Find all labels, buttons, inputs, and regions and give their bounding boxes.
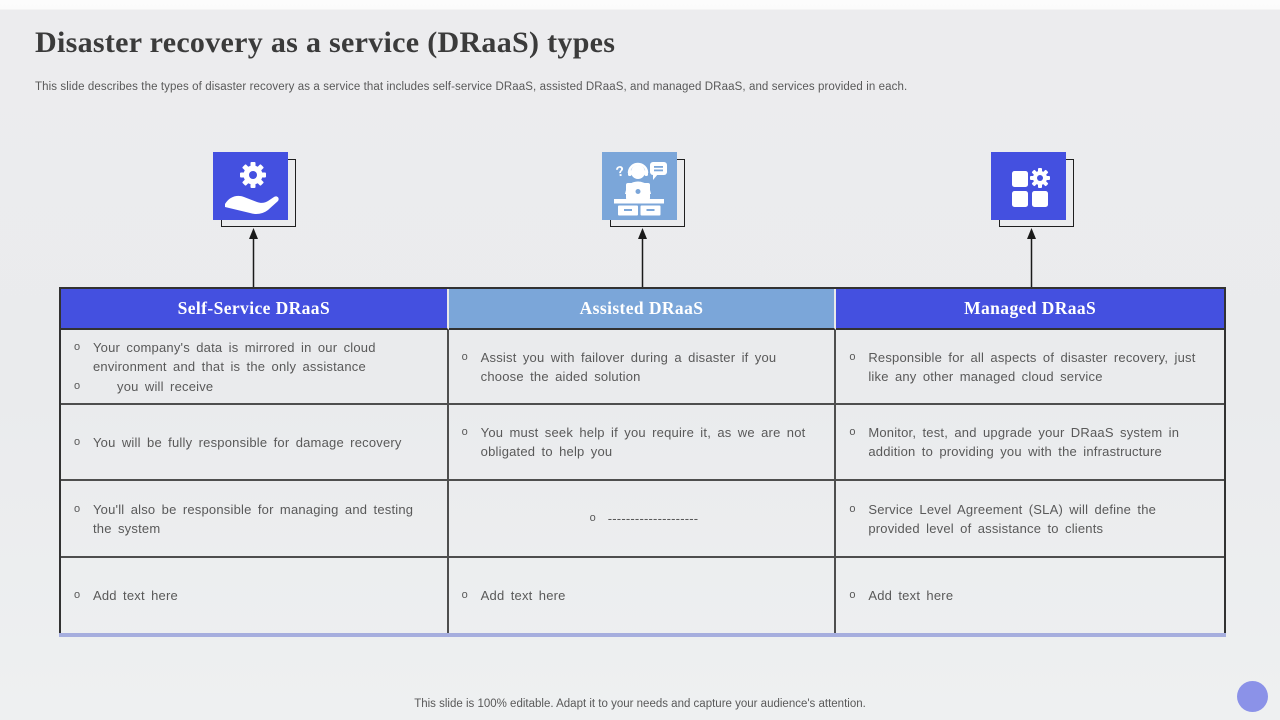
footer-note: This slide is 100% editable. Adapt it to…: [414, 698, 866, 710]
svg-text:?: ?: [614, 162, 626, 179]
modules-gear-icon: [991, 152, 1066, 220]
bullet-marker: o: [849, 589, 856, 601]
header-self-service: Self-Service DRaaS: [61, 289, 449, 330]
bullet-marker: o: [74, 502, 81, 515]
hand-holding-gear-icon: [213, 152, 288, 220]
bullet-marker: o: [461, 350, 468, 363]
table-accent-line: [59, 633, 1226, 637]
arrow-up-connector: [636, 228, 649, 288]
draas-types-table: Self-Service DRaaS Assisted DRaaS Manage…: [59, 287, 1226, 637]
arrow-up-connector: [247, 228, 260, 288]
bullet-marker: o: [74, 589, 81, 601]
table-cell: o--------------------: [448, 481, 837, 558]
bullet-marker: o: [849, 426, 856, 438]
slide-description: This slide describes the types of disast…: [35, 81, 908, 93]
self-service-tile: [213, 152, 297, 228]
bullet-marker: o: [74, 379, 81, 392]
managed-tile: [991, 152, 1075, 228]
bullet-marker: o: [74, 435, 81, 448]
bullet-marker: o: [461, 589, 468, 601]
assisted-tile: ?: [602, 152, 686, 228]
decorative-circle: [1237, 681, 1268, 712]
header-managed: Managed DRaaS: [836, 289, 1224, 330]
support-desk-icon: ?: [602, 152, 677, 220]
bullet-marker: o: [589, 512, 596, 524]
page-title: Disaster recovery as a service (DRaaS) t…: [35, 26, 616, 59]
bullet-marker: o: [461, 426, 468, 438]
header-assisted: Assisted DRaaS: [448, 289, 837, 330]
bullet-marker: o: [74, 340, 81, 353]
bullet-marker: o: [849, 502, 856, 515]
bullet-marker: o: [849, 350, 856, 363]
arrow-up-connector: [1025, 228, 1038, 288]
